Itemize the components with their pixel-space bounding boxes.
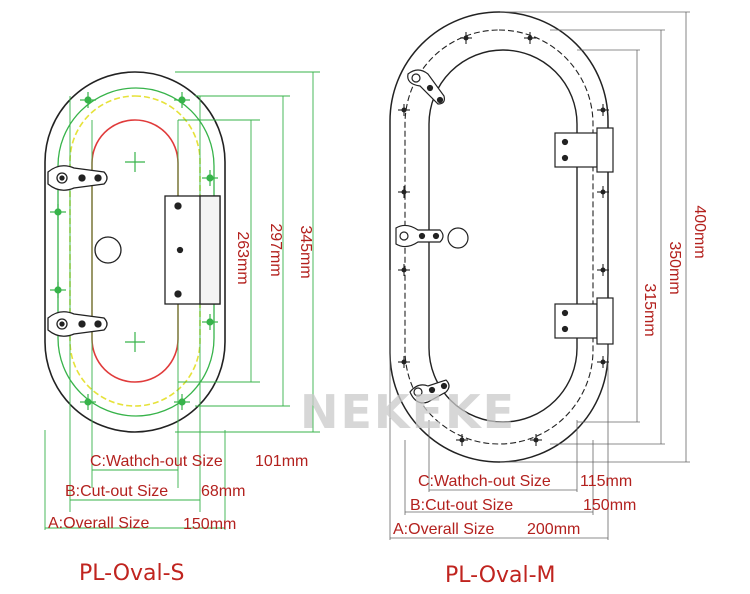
small-caption: PL-Oval-S: [79, 561, 185, 586]
small-c-value: 101mm: [255, 453, 308, 470]
medium-caption: PL-Oval-M: [445, 563, 556, 588]
medium-handle-bottom: [409, 379, 450, 404]
small-a-label: A:Overall Size: [48, 515, 149, 532]
medium-handle-mid: [395, 224, 444, 248]
small-handle-bottom: [47, 311, 108, 337]
medium-b-value: 150mm: [583, 497, 636, 514]
small-b-label: B:Cut-out Size: [65, 483, 168, 500]
small-c-label: C:Wathch-out Size: [90, 453, 223, 470]
medium-hatch-drawing: [389, 11, 690, 540]
medium-bolt-markers: [398, 32, 609, 446]
medium-porthole: [447, 227, 469, 249]
small-porthole: [94, 236, 122, 264]
small-dim-263: 263mm: [234, 231, 251, 284]
small-hatch-drawing: [44, 71, 320, 530]
small-bolt-markers: [50, 92, 218, 410]
medium-a-value: 200mm: [527, 521, 580, 538]
small-hinge: [164, 195, 221, 305]
medium-dim-400: 400mm: [691, 205, 708, 258]
small-b-value: 68mm: [201, 483, 245, 500]
small-a-value: 150mm: [183, 516, 236, 533]
medium-c-label: C:Wathch-out Size: [418, 473, 551, 490]
medium-a-label: A:Overall Size: [393, 521, 494, 538]
small-dim-297: 297mm: [267, 223, 284, 276]
medium-hinge-bottom: [554, 297, 614, 345]
medium-hinge-top: [554, 127, 614, 173]
medium-c-value: 115mm: [580, 473, 632, 490]
small-dim-345: 345mm: [297, 225, 314, 278]
small-outer-outline: [44, 71, 226, 433]
medium-dim-315: 315mm: [641, 283, 658, 336]
medium-handle-top: [407, 69, 445, 105]
medium-dim-350: 350mm: [666, 241, 683, 294]
brand-watermark: NEKEKE: [300, 385, 516, 439]
medium-outer-outline: [389, 11, 609, 463]
medium-b-label: B:Cut-out Size: [410, 497, 513, 514]
small-handle-top: [47, 165, 108, 191]
medium-dashed-outline: [404, 29, 594, 445]
